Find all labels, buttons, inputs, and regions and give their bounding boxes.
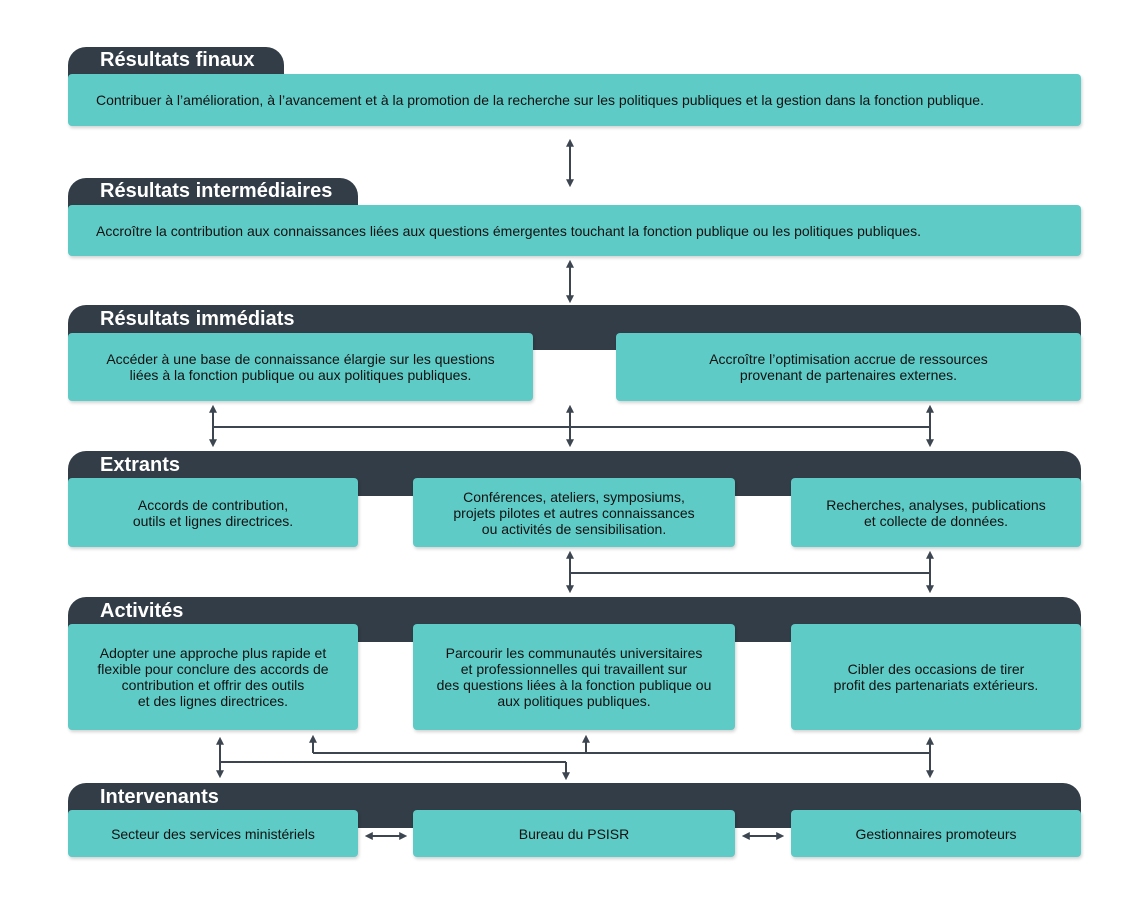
- intermediate-results-label: Résultats intermédiaires: [100, 180, 333, 202]
- immediate-result-box-1: Accéder à une base de connaissance élarg…: [68, 333, 533, 401]
- activity-box-1: Adopter une approche plus rapide et flex…: [68, 624, 358, 730]
- activities-label: Activités: [100, 600, 184, 622]
- immediate-results-label: Résultats immédiats: [100, 308, 295, 330]
- output-box-1: Accords de contribution, outils et ligne…: [68, 478, 358, 547]
- stakeholder-box-3: Gestionnaires promoteurs: [791, 810, 1081, 857]
- output-box-3: Recherches, analyses, publications et co…: [791, 478, 1081, 547]
- final-results-label: Résultats finaux: [100, 49, 255, 71]
- outputs-label: Extrants: [100, 454, 181, 476]
- final-results-box: Contribuer à l’amélioration, à l’avancem…: [68, 74, 1081, 126]
- output-box-2: Conférences, ateliers, symposiums, proje…: [413, 478, 735, 547]
- immediate-result-box-2: Accroître l’optimisation accrue de resso…: [616, 333, 1081, 401]
- intermediate-results-box: Accroître la contribution aux connaissan…: [68, 205, 1081, 256]
- stakeholder-box-1: Secteur des services ministériels: [68, 810, 358, 857]
- stakeholders-label: Intervenants: [100, 786, 219, 808]
- stakeholder-box-2: Bureau du PSISR: [413, 810, 735, 857]
- activity-box-3: Cibler des occasions de tirer profit des…: [791, 624, 1081, 730]
- activity-box-2: Parcourir les communautés universitaires…: [413, 624, 735, 730]
